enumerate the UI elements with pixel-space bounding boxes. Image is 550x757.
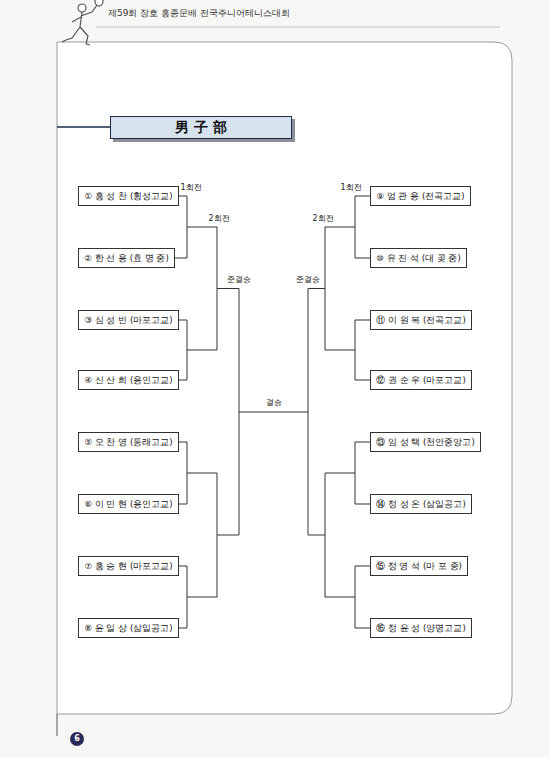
player-name: ⑬ 임 성 택 (천안중앙고)	[376, 438, 474, 447]
player-box: ⑭ 정 성 온 (삼일공고)	[370, 494, 472, 514]
final-label: 결승	[265, 399, 283, 408]
player-name: ⑭ 정 성 온 (삼일공고)	[376, 500, 465, 509]
bracket-line	[217, 289, 239, 536]
section-title-box: 男 子 部	[110, 116, 292, 139]
player-box: ⑥ 이 민 현 (용인고교)	[78, 494, 179, 514]
player-box: ⑮ 정 영 석 (마 포 중)	[370, 556, 468, 576]
bracket-line	[355, 566, 370, 628]
player-name: ④ 신 산 희 (용인고교)	[84, 376, 172, 385]
player-name: ⑮ 정 영 석 (마 포 중)	[376, 562, 462, 571]
player-box: ③ 심 성 빈 (마포고교)	[78, 310, 179, 330]
player-box: ⑩ 유 진 석 (대 곶 중)	[370, 248, 467, 268]
round-label: 준결승	[226, 276, 252, 285]
page-number-disc	[70, 732, 84, 746]
page-number: 6	[73, 735, 81, 744]
player-name: ⑫ 권 순 우 (마포고교)	[376, 376, 465, 385]
round-label: 준결승	[295, 276, 321, 285]
bracket-line	[179, 442, 187, 504]
bracket-line	[308, 289, 325, 536]
panel	[57, 42, 512, 714]
player-name: ⑧ 윤 일 상 (삼일공고)	[84, 624, 172, 633]
player-name: ⑩ 유 진 석 (대 곶 중)	[376, 254, 460, 263]
player-box: ⑪ 이 원 복 (전곡고교)	[370, 310, 472, 330]
round-label: 1회전	[339, 184, 362, 193]
round-label: 2회전	[207, 215, 230, 224]
section-title: 男 子 部	[175, 119, 227, 137]
player-box: ⑧ 윤 일 상 (삼일공고)	[78, 618, 179, 638]
bracket-line	[179, 566, 187, 628]
player-name: ① 홍 성 찬 (횡성고교)	[84, 192, 172, 201]
bracket-line	[355, 320, 370, 380]
player-name: ⑦ 홍 승 현 (마포고교)	[84, 562, 172, 571]
tennis-player-illustration	[62, 0, 103, 45]
header-rule	[96, 27, 500, 28]
player-box: ② 한 선 용 (효 명 중)	[78, 248, 175, 268]
bracket-line	[325, 473, 355, 597]
bracket-line	[187, 227, 217, 350]
player-box: ⑨ 엄 관 용 (전곡고교)	[370, 186, 471, 206]
bracket-line	[355, 442, 370, 504]
title-rule	[57, 126, 110, 128]
bracket-line	[355, 196, 370, 258]
player-box: ⑯ 정 윤 성 (양명고교)	[370, 618, 472, 638]
player-box: ④ 신 산 희 (용인고교)	[78, 370, 179, 390]
page-number-rule	[57, 714, 58, 736]
bracket-line	[179, 320, 187, 380]
player-box: ⑫ 권 순 우 (마포고교)	[370, 370, 472, 390]
player-name: ⑤ 오 찬 영 (동래고교)	[84, 438, 172, 447]
player-name: ③ 심 성 빈 (마포고교)	[84, 316, 172, 325]
player-box: ⑤ 오 찬 영 (동래고교)	[78, 432, 179, 452]
page-header: 제59회 장호 홍종문배 전국주니어테니스대회	[108, 7, 290, 20]
player-name: ⑨ 엄 관 용 (전곡고교)	[376, 192, 464, 201]
player-box: ⑬ 임 성 택 (천안중앙고)	[370, 432, 481, 452]
bracket-line	[187, 473, 217, 597]
bracket-line	[239, 412, 308, 413]
player-box: ⑦ 홍 승 현 (마포고교)	[78, 556, 179, 576]
round-label: 2회전	[311, 215, 334, 224]
player-name: ⑥ 이 민 현 (용인고교)	[84, 500, 172, 509]
round-label: 1회전	[179, 184, 202, 193]
bracket-line	[325, 227, 355, 350]
player-name: ② 한 선 용 (효 명 중)	[84, 254, 168, 263]
player-name: ⑯ 정 윤 성 (양명고교)	[376, 624, 465, 633]
player-box: ① 홍 성 찬 (횡성고교)	[78, 186, 179, 206]
player-name: ⑪ 이 원 복 (전곡고교)	[376, 316, 465, 325]
